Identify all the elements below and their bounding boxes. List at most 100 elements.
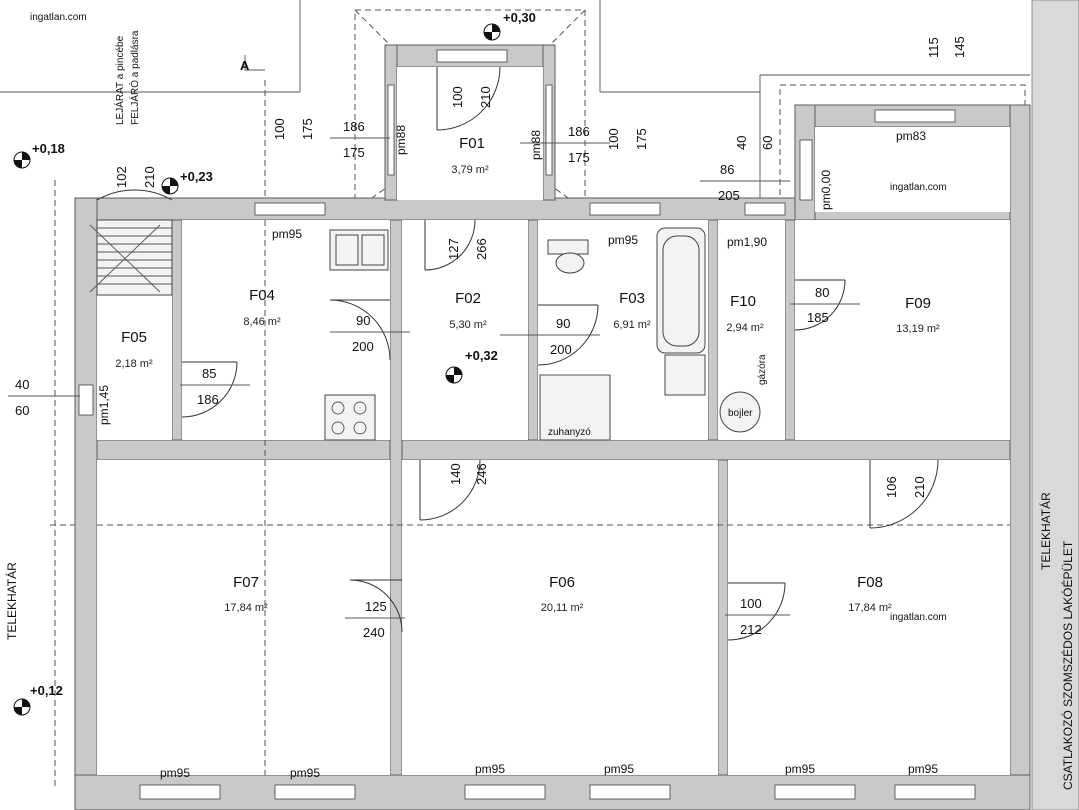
window-f04: [254, 202, 326, 216]
window-mark: pm95: [160, 766, 190, 780]
dim-f06-door-a: 140: [448, 463, 463, 485]
door-f07: [349, 579, 403, 633]
elevation-marker-hall: [445, 366, 463, 384]
dim-f01-door-b: 210: [478, 86, 493, 108]
elevation-stair: +0,23: [180, 169, 213, 184]
dim-f09-window-b: 60: [760, 136, 775, 150]
window-mark: pm95: [785, 762, 815, 776]
shower-label: zuhanyzó: [548, 427, 591, 438]
window-mark: pm95: [475, 762, 505, 776]
wall-west: [74, 197, 98, 809]
room-area-f09: 13,19 m²: [896, 323, 940, 335]
burner: [331, 421, 345, 435]
dim-f07-door-b: 240: [363, 625, 385, 640]
window-mark: pm1,45: [97, 385, 111, 425]
dim-left-window-a: 100: [272, 118, 287, 140]
room-code-f07: F07: [233, 574, 259, 591]
room-code-f06: F06: [549, 574, 575, 591]
room-area-f04: 8,46 m²: [243, 316, 281, 328]
window-f06-b: [589, 784, 671, 800]
room-f08-floor: [728, 460, 1010, 775]
dim-f05-door-a: 85: [202, 366, 216, 381]
door-stair: [96, 189, 173, 201]
dim-left-186-b: 175: [343, 145, 365, 160]
sink-bowl: [361, 234, 385, 266]
dim-top-right-b: 145: [952, 36, 967, 58]
window-mark: pm1,90: [727, 235, 767, 249]
wall-f06-f08: [717, 459, 729, 776]
elevation-marker-bottom-left: [13, 698, 31, 716]
window-f03: [589, 202, 661, 216]
neighbor-hatch: [1031, 0, 1079, 810]
room-f02-floor: [402, 220, 528, 440]
room-area-f10: 2,94 m²: [726, 322, 764, 334]
window-mark: pm95: [604, 762, 634, 776]
dim-f02-door-a: 127: [446, 238, 461, 260]
wall-f05: [171, 219, 183, 441]
room-area-f02: 5,30 m²: [449, 319, 487, 331]
room-f06-floor: [402, 460, 718, 775]
door-f02: [424, 219, 476, 271]
window-f07-a: [139, 784, 221, 800]
door-f06-top: [419, 459, 481, 521]
room-code-f05: F05: [121, 329, 147, 346]
window-f01: [436, 49, 508, 63]
window-mark: pm0,00: [819, 170, 833, 210]
dim-f10-door-a: 80: [815, 285, 829, 300]
dim-f06-door-b: 246: [474, 463, 489, 485]
dim-stair-a: 102: [114, 166, 129, 188]
elevation-terrace: +0,30: [503, 10, 536, 25]
dim-f03-door-a: 90: [556, 316, 570, 331]
dim-f09-86-b: 205: [718, 188, 740, 203]
stair-note-1: LEJÁRAT a pincébe: [113, 35, 126, 125]
elevation-left: +0,18: [32, 141, 65, 156]
elevation-marker-terrace: [483, 23, 501, 41]
door-f08: [727, 582, 786, 641]
window-mark: pm83: [896, 129, 926, 143]
wall-east: [1009, 104, 1031, 809]
window-f10: [744, 202, 786, 216]
window-mark: pm95: [908, 762, 938, 776]
dim-f09-window-a: 40: [734, 136, 749, 150]
elevation-marker-stair: [161, 177, 179, 195]
boundary-left: TELEKHATÁR: [4, 562, 19, 640]
room-area-f01: 3,79 m²: [451, 164, 489, 176]
dim-f03-door-b: 200: [550, 342, 572, 357]
wall-mid: [96, 439, 1011, 461]
room-area-f03: 6,91 m²: [613, 319, 651, 331]
dim-stair-b: 210: [142, 166, 157, 188]
dim-f09-door-b: 210: [912, 476, 927, 498]
room-area-f06: 20,11 m²: [541, 602, 584, 614]
elevation-hall: +0,32: [465, 348, 498, 363]
door-f01: [436, 66, 501, 131]
window-mark: pm95: [290, 766, 320, 780]
dim-f08-door-a: 100: [740, 596, 762, 611]
watermark: ingatlan.com: [890, 182, 947, 193]
dim-left-wall-b: 60: [15, 403, 29, 418]
dim-f09-86-a: 86: [720, 162, 734, 177]
washbasin: [664, 354, 706, 396]
dim-f02-door-b: 266: [474, 238, 489, 260]
room-code-f08: F08: [857, 574, 883, 591]
stairs: [89, 219, 173, 296]
room-code-f01: F01: [459, 135, 485, 152]
room-f09-floor: [795, 220, 1010, 440]
section-label: A: [240, 58, 250, 73]
dim-f01-door-a: 100: [450, 86, 465, 108]
window-f01-right: [545, 84, 553, 176]
door-f10: [794, 279, 846, 331]
dim-f05-door-b: 186: [197, 392, 219, 407]
elevation-marker-left: [13, 151, 31, 169]
gas-meter-label: gázóra: [757, 354, 768, 385]
wall-f04-f02: [389, 219, 403, 776]
room-code-f03: F03: [619, 290, 645, 307]
shower-tray: [539, 374, 611, 441]
burner: [331, 401, 345, 415]
dim-left-186-a: 186: [343, 119, 365, 134]
bathtub-inner: [662, 235, 700, 347]
room-code-f02: F02: [455, 290, 481, 307]
room-area-f08: 17,84 m²: [848, 602, 892, 614]
watermark: ingatlan.com: [30, 12, 87, 23]
dim-right-window-b: 175: [634, 128, 649, 150]
